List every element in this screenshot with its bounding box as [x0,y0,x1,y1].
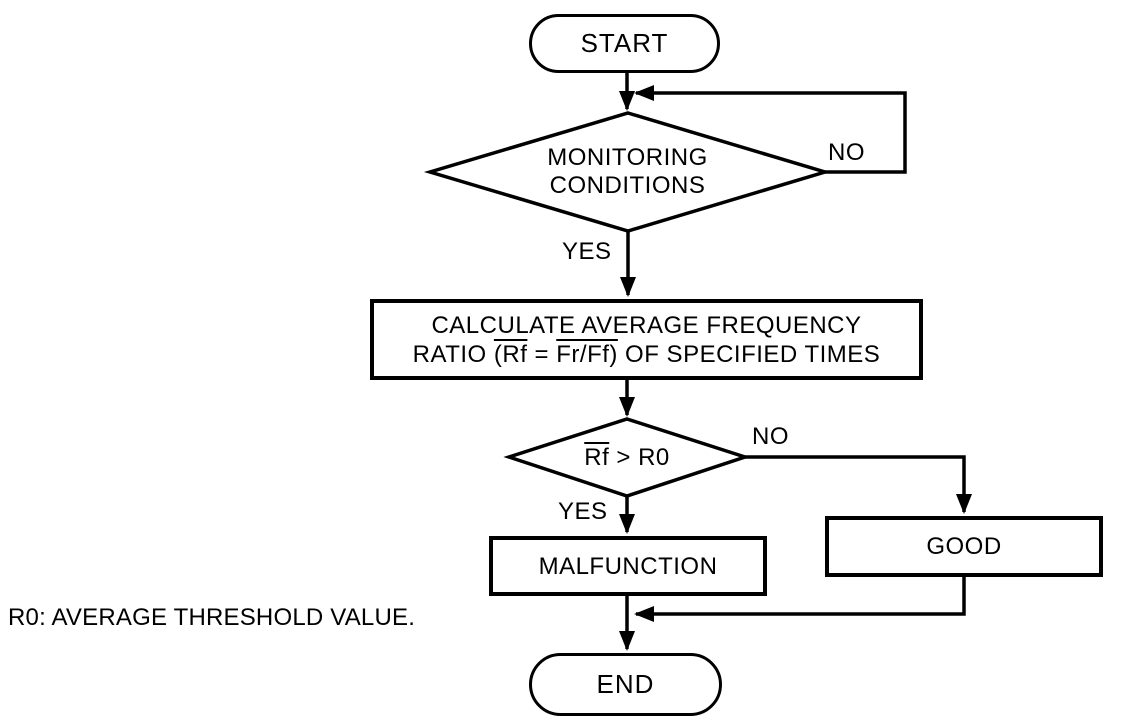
threshold-comparison: > R0 [609,443,670,471]
calc-line2-overline-rf: (Rf [493,340,528,368]
calc-line2-overline-frff: Fr/Ff) [556,340,618,368]
calc-line2-prefix: RATIO [412,340,494,368]
calc-line2-suffix: OF SPECIFIED TIMES [617,340,881,368]
threshold-no-label: NO [752,423,789,450]
decision-monitoring-diamond [423,111,832,233]
process-calculate-node: CALCULATE AVERAGE FREQUENCY RATIO (Rf = … [370,299,923,380]
decision-threshold-text: Rf > R0 [509,419,745,496]
monitoring-no-label: NO [828,139,865,166]
end-label: END [596,669,655,699]
malfunction-node: MALFUNCTION [489,536,767,596]
edge-good-to-merge [634,577,966,622]
malfunction-label: MALFUNCTION [538,552,718,580]
edge-monitoring-no-loop [634,85,907,174]
calc-line2-equals: = [527,340,557,368]
decision-monitoring-text: MONITORING CONDITIONS [430,113,825,231]
decision-threshold-diamond [503,417,751,498]
threshold-rf-overline: Rf [584,443,610,471]
monitoring-yes-label: YES [562,238,612,265]
end-node: END [529,653,722,716]
threshold-yes-label: YES [558,498,608,525]
good-label: GOOD [926,533,1002,560]
process-calculate-line2: RATIO (Rf = Fr/Ff) OF SPECIFIED TIMES [413,340,881,369]
edge-threshold-no-to-good [745,455,972,514]
decision-monitoring-line2: CONDITIONS [549,172,706,199]
decision-monitoring-line1: MONITORING [547,144,708,171]
start-label: START [580,28,669,58]
start-node: START [529,14,720,73]
good-node: GOOD [825,516,1103,577]
process-calculate-line1: CALCULATE AVERAGE FREQUENCY [431,311,862,339]
footnote-threshold-definition: R0: AVERAGE THRESHOLD VALUE. [8,604,416,631]
decision-threshold-expression: Rf > R0 [584,444,670,472]
